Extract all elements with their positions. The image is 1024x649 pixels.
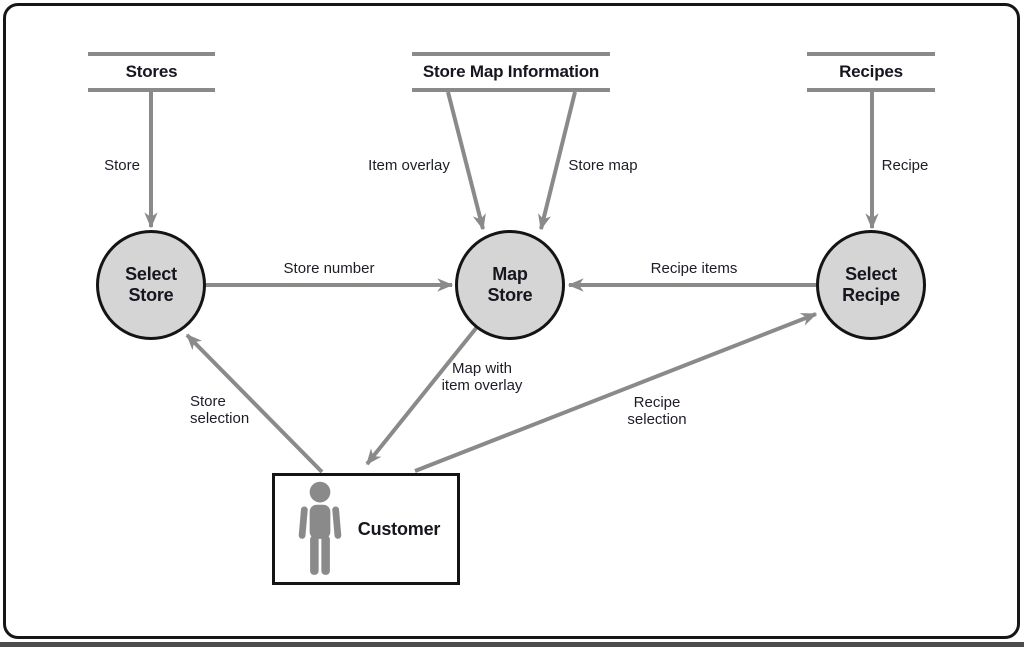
- flow-label-store-selection: Store selection: [190, 393, 250, 427]
- flow-label-store-number: Store number: [283, 260, 375, 277]
- flow-label-map-with-item-overlay: Map with item overlay: [441, 360, 523, 394]
- entity-customer: Customer: [272, 473, 460, 585]
- page-edge-bar: [0, 642, 1024, 647]
- flow-line-recipe-selection: [414, 312, 818, 473]
- datastore-stores: Stores: [88, 52, 215, 92]
- process-select-recipe: Select Recipe: [816, 230, 926, 340]
- flow-label-recipe-selection: Recipe selection: [627, 394, 687, 428]
- flow-label-item-overlay: Item overlay: [368, 157, 450, 174]
- entity-customer-label: Customer: [357, 518, 441, 539]
- person-icon: [298, 481, 342, 575]
- flow-label-store-map: Store map: [568, 157, 638, 174]
- datastore-recipes-label: Recipes: [839, 62, 903, 81]
- flow-line-map-with-item-overlay: [365, 325, 479, 466]
- datastore-stores-label: Stores: [125, 62, 178, 81]
- flow-line-item-overlay: [446, 91, 486, 231]
- flow-line-store-map: [538, 91, 577, 231]
- datastore-store-map-information: Store Map Information: [412, 52, 610, 92]
- flow-label-recipe: Recipe: [881, 157, 929, 174]
- process-map-store: Map Store: [455, 230, 565, 340]
- flow-label-recipe-items: Recipe items: [650, 260, 738, 277]
- datastore-recipes: Recipes: [807, 52, 935, 92]
- flow-line-store-selection: [185, 333, 324, 474]
- flow-label-store: Store: [104, 157, 140, 174]
- process-select-store: Select Store: [96, 230, 206, 340]
- datastore-store-map-information-label: Store Map Information: [422, 62, 600, 81]
